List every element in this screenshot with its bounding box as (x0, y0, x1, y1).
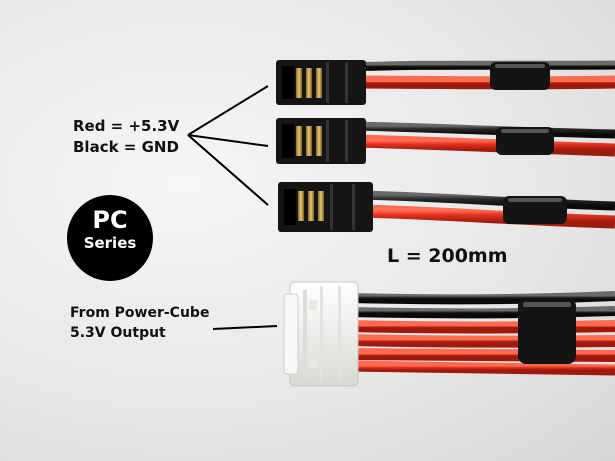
source-line-2: 5.3V Output (70, 325, 166, 341)
servo-lead-2 (276, 118, 615, 164)
power-cube-connector (283, 281, 359, 387)
source-line-1: From Power-Cube (70, 305, 210, 321)
pointer-lines (187, 85, 278, 330)
legend-red-line: Red = +5.3V (73, 117, 180, 135)
wire-color-legend: Red = +5.3V Black = GND (73, 116, 179, 158)
heat-shrink-2 (496, 127, 554, 155)
pc-series-badge: PC Series (67, 195, 153, 281)
legend-black-line: Black = GND (73, 138, 179, 156)
heat-shrink-3 (503, 196, 567, 224)
servo-lead-3 (278, 182, 615, 232)
heat-shrink-1 (490, 62, 550, 90)
servo-lead-1 (276, 60, 615, 105)
power-cube-bundle (349, 291, 615, 376)
badge-top-text: PC (92, 206, 128, 234)
cable-length-label: L = 200mm (387, 245, 508, 267)
heat-shrink-bundle (518, 298, 576, 364)
power-source-label: From Power-Cube 5.3V Output (70, 303, 209, 343)
badge-bottom-text: Series (83, 234, 137, 252)
